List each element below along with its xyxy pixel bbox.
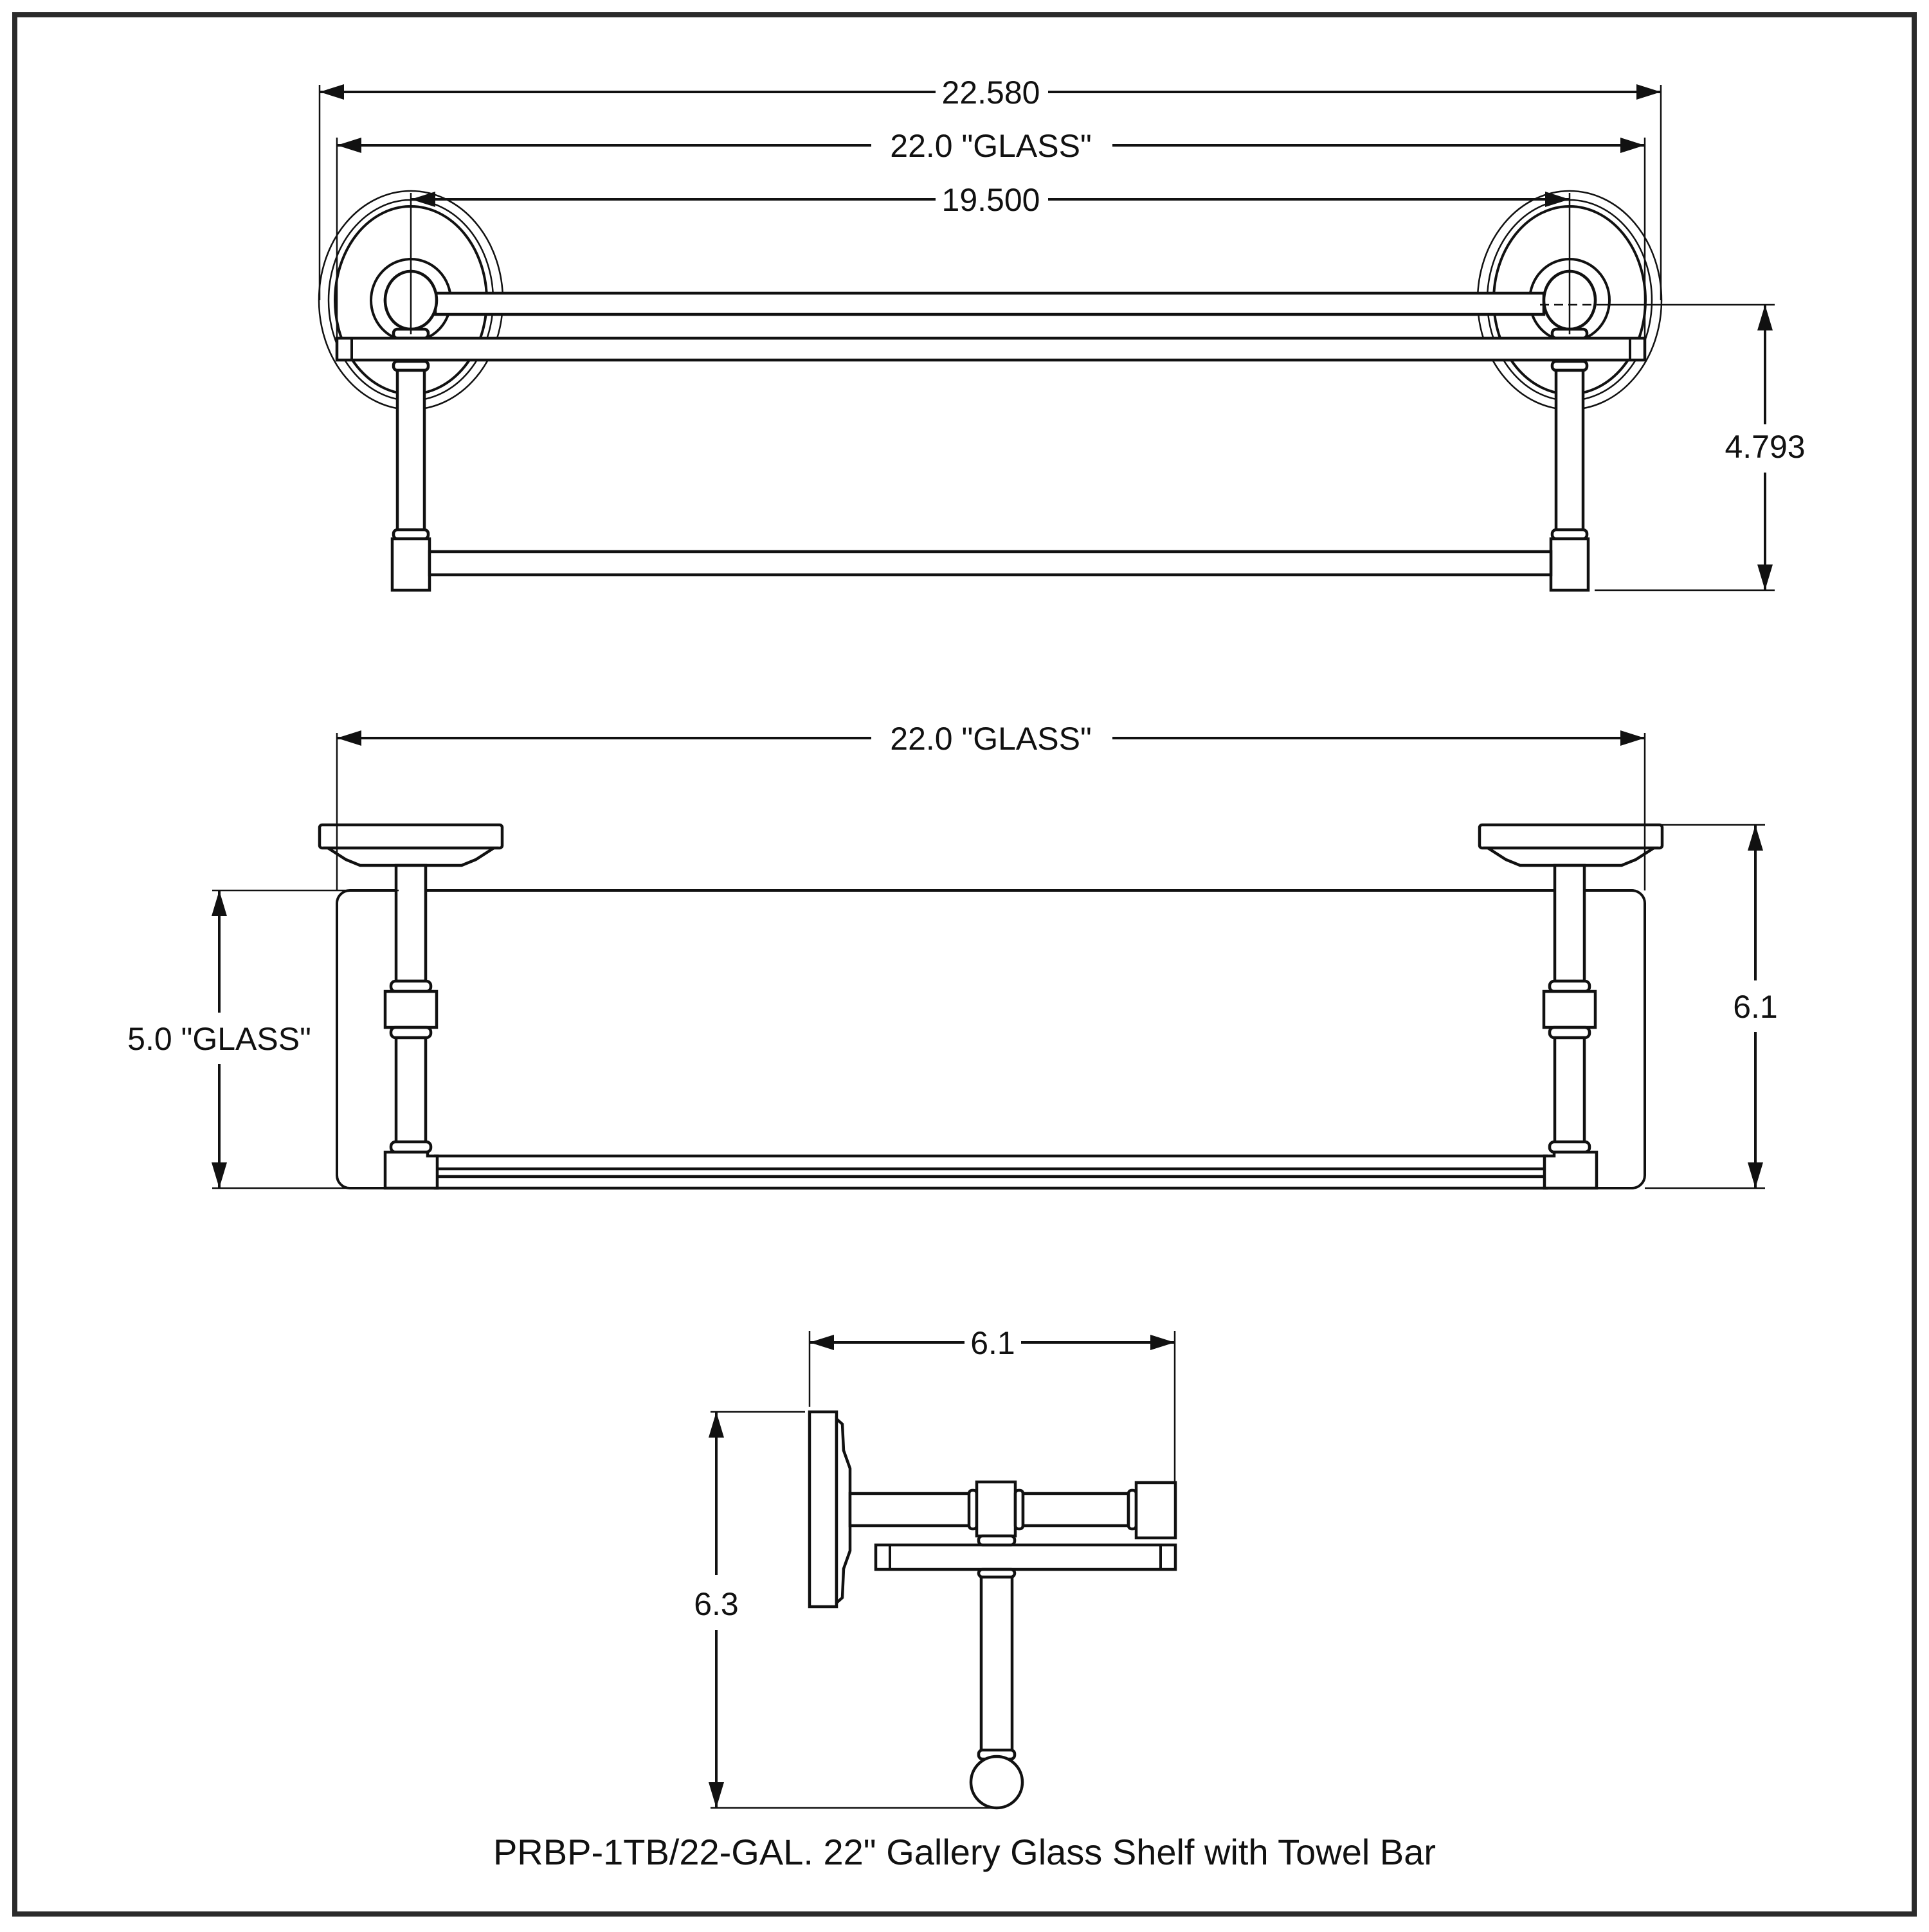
dim-glass-width-front: 22.0 "GLASS" <box>337 721 1645 757</box>
dim-label: 22.0 "GLASS" <box>890 721 1091 757</box>
side-view: 6.1 6.3 <box>694 1325 1177 1810</box>
right-post <box>1554 368 1585 532</box>
right-towel-end <box>1549 537 1590 592</box>
dim-overall-width: 22.580 <box>320 75 1661 111</box>
dim-label: 6.1 <box>970 1325 1015 1361</box>
left-collar <box>383 989 439 1029</box>
front-towel-bar <box>433 1154 1548 1171</box>
dim-overall-depth: 6.1 <box>1733 825 1778 1188</box>
side-glass <box>874 1543 1177 1571</box>
dim-label: 6.1 <box>1733 989 1778 1025</box>
glass-shelf-top <box>335 336 1647 362</box>
front-view: 22.0 "GLASS" 5.0 "GLASS" 6.1 <box>127 721 1778 1190</box>
left-bottom-end <box>383 1150 439 1190</box>
right-bottom-end <box>1543 1150 1598 1190</box>
dim-label: 19.500 <box>942 182 1040 218</box>
side-towel-bar-end <box>969 1755 1024 1810</box>
right-mount-plate <box>1478 823 1664 867</box>
dim-glass-width-top: 22.0 "GLASS" <box>337 128 1645 164</box>
gallery-rail <box>433 291 1546 316</box>
right-collar <box>1542 989 1597 1029</box>
side-arm-collar <box>975 1480 1017 1538</box>
towel-bar <box>428 550 1553 577</box>
dim-glass-depth: 5.0 "GLASS" <box>127 890 311 1188</box>
glass-panel <box>336 889 1646 1189</box>
dim-overall-height: 6.3 <box>694 1412 739 1808</box>
dim-projection: 6.1 <box>810 1325 1175 1361</box>
dim-label: 6.3 <box>694 1586 739 1622</box>
top-view: 22.580 22.0 "GLASS" 19.500 4.793 <box>318 75 1806 592</box>
left-post <box>395 368 426 532</box>
side-arm <box>848 1492 973 1528</box>
side-post <box>979 1575 1014 1756</box>
dim-label: 4.793 <box>1725 429 1805 465</box>
sheet-border <box>12 12 1917 1917</box>
side-wall-plate <box>808 1410 852 1609</box>
dim-label: 22.580 <box>942 75 1040 111</box>
dim-mount-centers: 19.500 <box>411 182 1570 218</box>
side-arm-end <box>1134 1481 1177 1540</box>
drawing-title: PRBP-1TB/22-GAL. 22" Gallery Glass Shelf… <box>493 1832 1436 1872</box>
dim-label: 5.0 "GLASS" <box>127 1021 311 1057</box>
left-towel-end <box>390 537 431 592</box>
left-mount-plate <box>318 823 504 867</box>
dim-label: 22.0 "GLASS" <box>890 128 1091 164</box>
dim-towel-bar-height: 4.793 <box>1725 305 1806 590</box>
